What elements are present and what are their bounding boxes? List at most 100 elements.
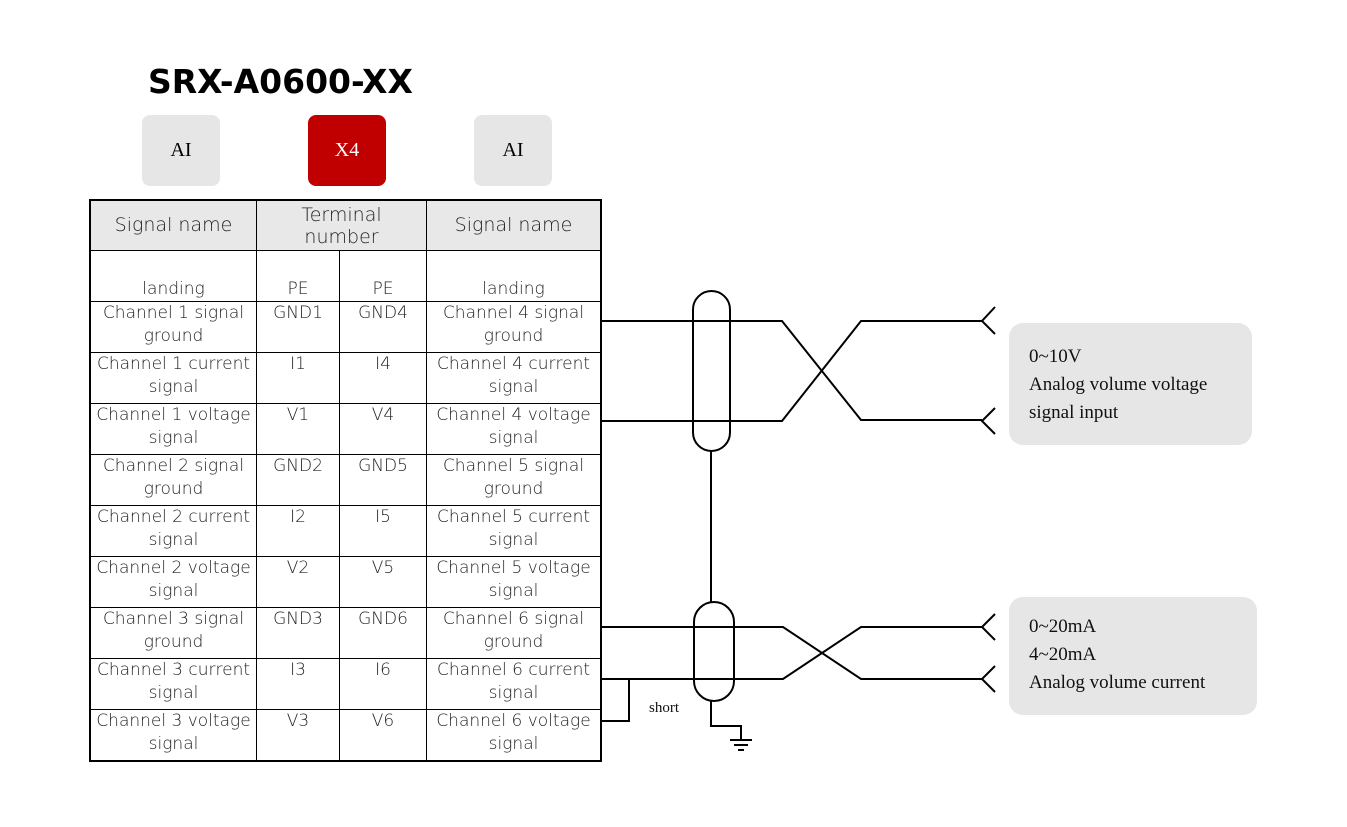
cell-signal-right: Channel 6 signal ground bbox=[426, 607, 602, 659]
header-terminal-line2: number bbox=[304, 225, 379, 248]
tag-ai-left: AI bbox=[142, 115, 220, 186]
signal-right-line1: Channel 6 signal bbox=[442, 609, 585, 629]
cell-pin-left: I2 bbox=[256, 505, 340, 557]
voltage-signal-box: 0~10V Analog volume voltage signal input bbox=[1009, 323, 1252, 445]
current-range-2: 4~20mA bbox=[1029, 644, 1097, 665]
cell-pin-left: V3 bbox=[256, 709, 340, 762]
shield-upper bbox=[692, 290, 731, 452]
pin-left: GND3 bbox=[273, 609, 323, 629]
signal-left-line1: Channel 3 signal bbox=[102, 609, 245, 629]
cell-signal-right: Channel 4 signal ground bbox=[426, 301, 602, 353]
cell-pin-right: I4 bbox=[339, 352, 427, 404]
cell-pin-left: V2 bbox=[256, 556, 340, 608]
cell-pin-right: GND4 bbox=[339, 301, 427, 353]
signal-left-line1: Channel 3 current bbox=[96, 660, 251, 680]
header-signal-name-right: Signal name bbox=[426, 199, 602, 251]
page-title: SRX-A0600-XX bbox=[148, 62, 413, 101]
pin-left: V3 bbox=[286, 711, 310, 731]
terminal-arrow-lower-bottom bbox=[980, 665, 996, 693]
pin-right: GND5 bbox=[358, 456, 408, 476]
signal-right-line1: Channel 6 voltage bbox=[436, 711, 591, 731]
signal-left-line2: signal bbox=[148, 530, 199, 550]
cell-pin-right: GND6 bbox=[339, 607, 427, 659]
cell-pin-left: I3 bbox=[256, 658, 340, 710]
signal-right-line2: ground bbox=[483, 632, 544, 652]
shield-lower bbox=[693, 601, 735, 702]
terminal-arrow-lower-top bbox=[980, 613, 996, 641]
cell-pin-left: GND1 bbox=[256, 301, 340, 353]
wire-lower-top bbox=[601, 626, 982, 680]
cell-pin-right: GND5 bbox=[339, 454, 427, 506]
terminal-arrow-upper-bottom bbox=[980, 407, 996, 435]
tag-label: AI bbox=[502, 139, 524, 161]
current-range-1: 0~20mA bbox=[1029, 616, 1097, 637]
header-signal-name-left: Signal name bbox=[89, 199, 257, 251]
pin-right: GND6 bbox=[358, 609, 408, 629]
signal-left-line1: Channel 1 voltage bbox=[96, 405, 251, 425]
signal-left-line2: signal bbox=[148, 377, 199, 397]
cell-signal-left: Channel 1 signal ground bbox=[89, 301, 257, 353]
pin-right: I5 bbox=[375, 507, 391, 527]
pin-left: GND1 bbox=[273, 303, 323, 323]
cell-signal-right: Channel 6 voltage signal bbox=[426, 709, 602, 762]
signal-left-line2: ground bbox=[143, 326, 204, 346]
table-row: Channel 1 signal ground GND1 GND4 Channel 4 … bbox=[89, 301, 602, 353]
cell-pin-left: I1 bbox=[256, 352, 340, 404]
signal-left-line2: ground bbox=[143, 479, 204, 499]
pin-right: V4 bbox=[371, 405, 395, 425]
pin-left: V1 bbox=[286, 405, 310, 425]
pin-right: I4 bbox=[375, 354, 391, 374]
cell-pin-right: I5 bbox=[339, 505, 427, 557]
signal-left-line1: Channel 1 current bbox=[96, 354, 251, 374]
voltage-desc-line2: signal input bbox=[1029, 402, 1119, 423]
signal-right-line1: Channel 4 signal bbox=[442, 303, 585, 323]
signal-right-line2: signal bbox=[488, 377, 539, 397]
cell-pin-left: PE bbox=[256, 250, 340, 302]
cell-right: landing bbox=[426, 250, 602, 302]
current-signal-box: 0~20mA 4~20mA Analog volume current bbox=[1009, 597, 1257, 715]
table-row: Channel 3 signal ground GND3 GND6 Channel 6 … bbox=[89, 607, 602, 659]
short-label: short bbox=[649, 700, 679, 716]
pin-right: I6 bbox=[375, 660, 391, 680]
signal-right-line2: signal bbox=[488, 683, 539, 703]
table-row-landing: landing PE PE landing bbox=[89, 250, 602, 302]
signal-right-line1: Channel 6 current bbox=[436, 660, 591, 680]
signal-right-line1: Channel 5 signal bbox=[442, 456, 585, 476]
signal-left-line2: signal bbox=[148, 428, 199, 448]
signal-right-line1: Channel 5 current bbox=[436, 507, 591, 527]
signal-right-line2: signal bbox=[488, 581, 539, 601]
signal-right-line2: ground bbox=[483, 326, 544, 346]
tag-ai-right: AI bbox=[474, 115, 552, 186]
pin-left: I3 bbox=[290, 660, 306, 680]
tag-label: X4 bbox=[334, 139, 360, 161]
pin-left: GND2 bbox=[273, 456, 323, 476]
short-link-wire bbox=[601, 679, 630, 722]
signal-left-line2: signal bbox=[148, 581, 199, 601]
terminal-arrow-upper-top bbox=[980, 306, 996, 335]
header-terminal-line1: Terminal bbox=[301, 203, 382, 226]
voltage-range: 0~10V bbox=[1029, 346, 1082, 367]
signal-right-line2: signal bbox=[488, 734, 539, 754]
tag-x4: X4 bbox=[308, 115, 386, 186]
ground-wire bbox=[710, 701, 742, 740]
cell-pin-left: GND3 bbox=[256, 607, 340, 659]
signal-left-line1: Channel 1 signal bbox=[102, 303, 245, 323]
pin-right: GND4 bbox=[358, 303, 408, 323]
